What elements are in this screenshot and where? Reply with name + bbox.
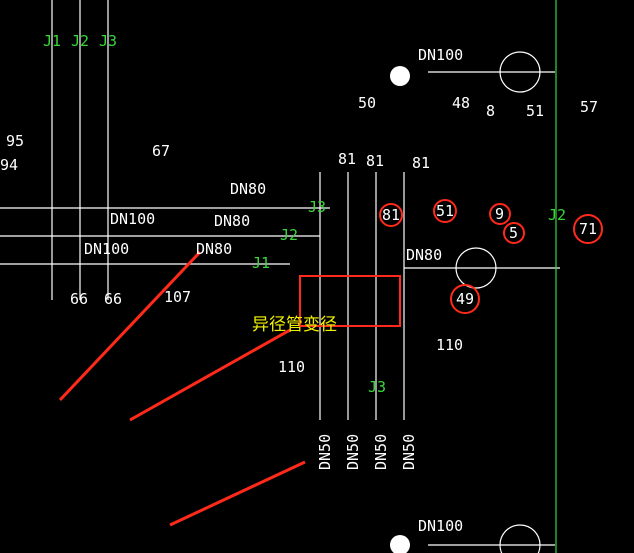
circle-5-mark bbox=[503, 222, 525, 244]
diameter-right-branch: DN80 bbox=[406, 246, 442, 264]
circle-81-mark bbox=[379, 203, 403, 227]
right-riser-label: J2 bbox=[548, 206, 566, 224]
circled-9: 9 bbox=[495, 205, 504, 223]
label-layer: J1 J2 J3 J3 J2 J1 J2 J3 DN100 DN80 DN80 … bbox=[0, 32, 598, 535]
circled-5: 5 bbox=[509, 224, 518, 242]
reducer-annotation: 异径管变径 bbox=[252, 315, 337, 335]
red-arrow-3 bbox=[169, 460, 306, 527]
diameter-drop-4: DN50 bbox=[400, 434, 418, 470]
callout-110-a: 110 bbox=[278, 358, 305, 376]
diameter-main-middle: DN80 bbox=[214, 212, 250, 230]
valve-top-icon bbox=[499, 51, 541, 93]
diameter-drop-3: DN50 bbox=[372, 434, 390, 470]
callout-66-a: 66 bbox=[70, 290, 88, 308]
circled-81: 81 bbox=[382, 206, 400, 224]
callout-81-b: 81 bbox=[366, 152, 384, 170]
callout-81-a: 81 bbox=[338, 150, 356, 168]
red-arrow-2 bbox=[129, 328, 291, 422]
diameter-main-lower: DN80 bbox=[196, 240, 232, 258]
callout-107: 107 bbox=[164, 288, 191, 306]
diameter-left-lower: DN100 bbox=[84, 240, 129, 258]
riser-label-j1: J1 bbox=[43, 32, 61, 50]
callout-95: 95 bbox=[6, 132, 24, 150]
callout-50: 50 bbox=[358, 94, 376, 112]
circled-51: 51 bbox=[436, 202, 454, 220]
valve-bottom-icon bbox=[499, 524, 541, 553]
diameter-left-upper: DN100 bbox=[110, 210, 155, 228]
riser-label-j3: J3 bbox=[99, 32, 117, 50]
diameter-drop-1: DN50 bbox=[316, 434, 334, 470]
valve-right-icon bbox=[455, 247, 497, 289]
callout-81-c: 81 bbox=[412, 154, 430, 172]
callout-57: 57 bbox=[580, 98, 598, 116]
pipe-lines bbox=[0, 0, 560, 553]
branch-label-j1: J1 bbox=[252, 254, 270, 272]
circle-71-mark bbox=[573, 214, 603, 244]
red-arrow-1 bbox=[58, 250, 202, 402]
circled-49: 49 bbox=[456, 290, 474, 308]
circle-9-mark bbox=[489, 203, 511, 225]
diameter-bottom-branch: DN100 bbox=[418, 517, 463, 535]
callout-8: 8 bbox=[486, 102, 495, 120]
callout-94: 94 bbox=[0, 156, 18, 174]
diameter-top-branch: DN100 bbox=[418, 46, 463, 64]
branch-label-j2: J2 bbox=[280, 226, 298, 244]
branch-label-j3: J3 bbox=[308, 198, 326, 216]
lower-riser-label: J3 bbox=[368, 378, 386, 396]
circled-71: 71 bbox=[579, 220, 597, 238]
reducer-highlight-box bbox=[299, 275, 401, 327]
callout-48: 48 bbox=[452, 94, 470, 112]
plug-top-icon bbox=[390, 66, 410, 86]
callout-66-b: 66 bbox=[104, 290, 122, 308]
callout-51: 51 bbox=[526, 102, 544, 120]
callout-110-b: 110 bbox=[436, 336, 463, 354]
circle-51-mark bbox=[433, 199, 457, 223]
riser-label-j2: J2 bbox=[71, 32, 89, 50]
plug-bottom-icon bbox=[390, 535, 410, 553]
callout-67: 67 bbox=[152, 142, 170, 160]
diameter-main-upper: DN80 bbox=[230, 180, 266, 198]
circle-49-mark bbox=[450, 284, 480, 314]
diameter-drop-2: DN50 bbox=[344, 434, 362, 470]
